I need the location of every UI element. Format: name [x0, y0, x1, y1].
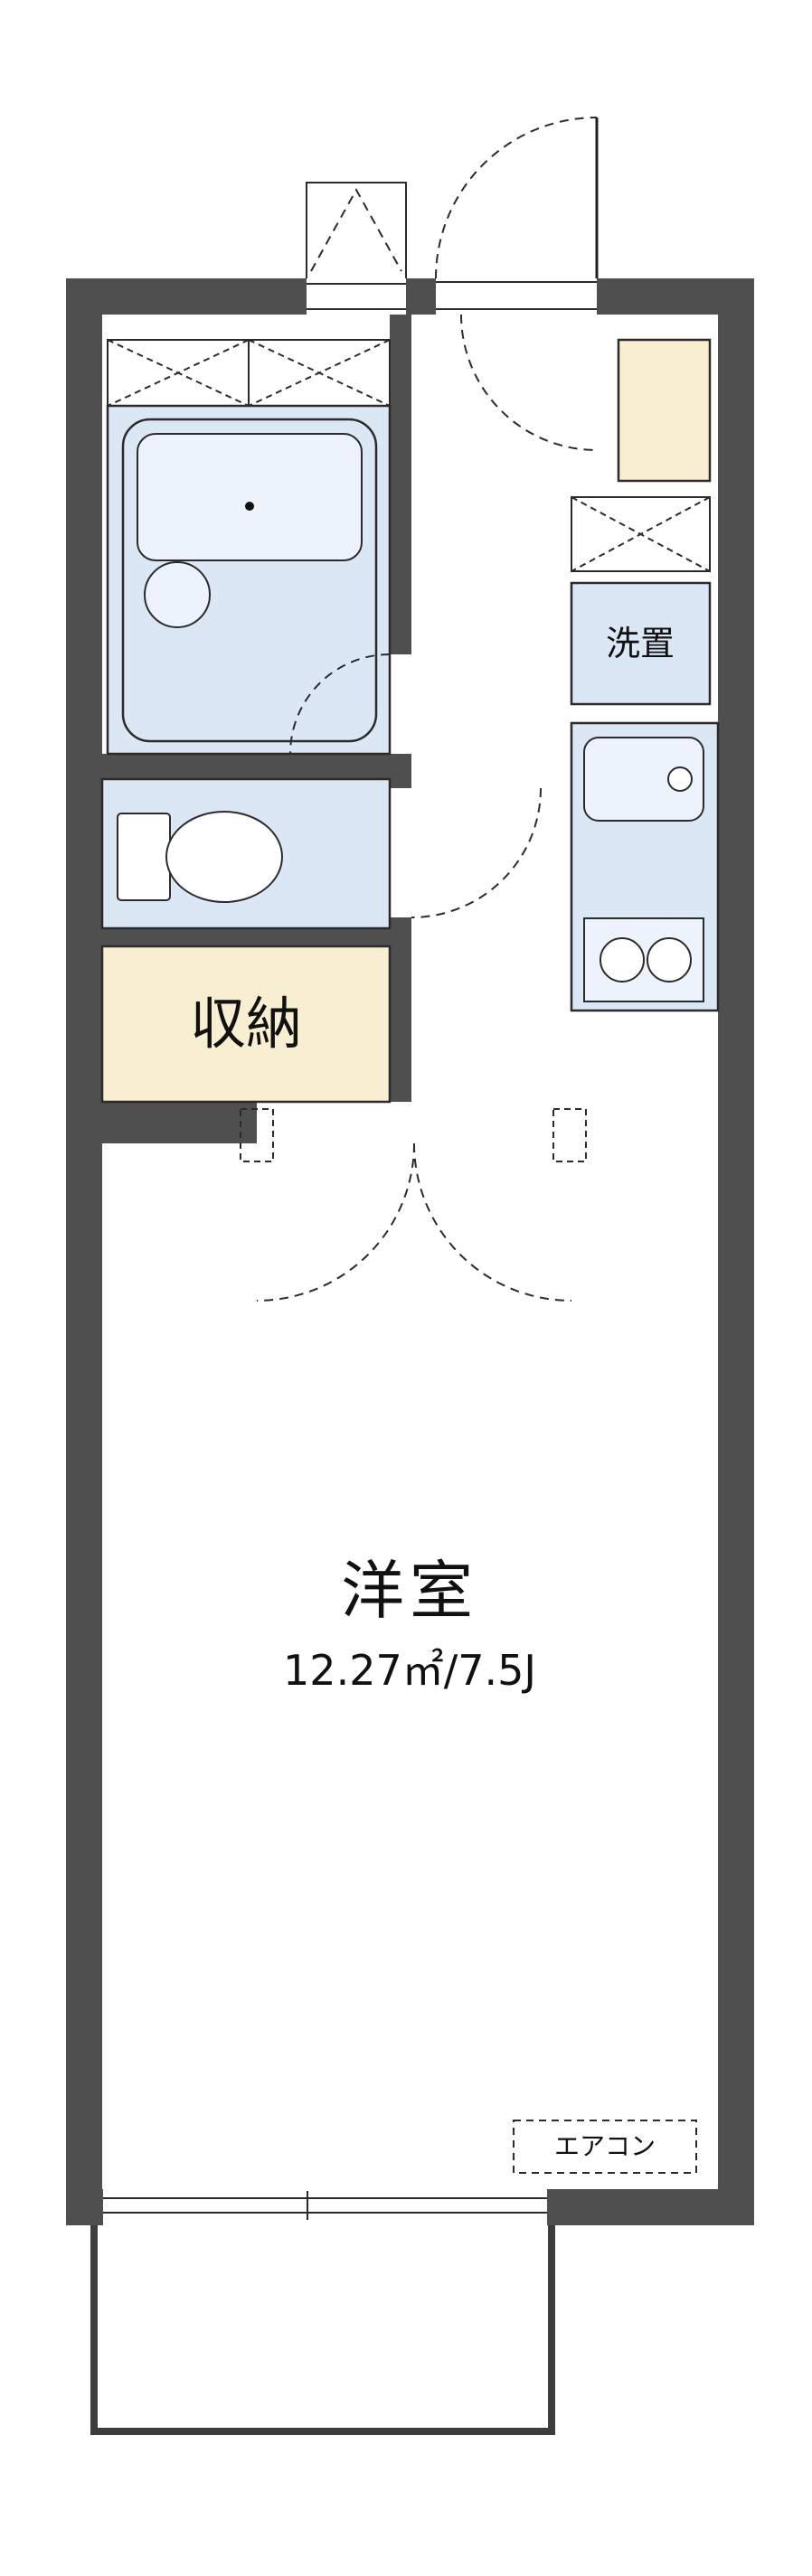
wall-closet-hall-divider	[390, 946, 411, 1102]
window-bay-outline	[306, 182, 407, 278]
wall-toilet-stub-top	[390, 779, 411, 788]
bathtub	[137, 433, 363, 561]
air-conditioner-box	[513, 2120, 697, 2174]
wall-right	[718, 278, 754, 2225]
bath-window-x2	[107, 339, 250, 407]
window-bay-fold-symbol	[310, 187, 402, 272]
stove-burner-left	[600, 937, 645, 982]
entrance-door-swing-arc	[435, 117, 598, 279]
balcony-wall-bottom	[90, 2428, 555, 2435]
wall-left	[66, 278, 102, 2225]
balcony-wall-right	[548, 2225, 555, 2435]
kitchen-sink	[583, 737, 704, 822]
toilet-tank	[117, 813, 171, 901]
wall-bath-hall-divider	[390, 315, 411, 654]
room-door-swing-arc-left	[256, 1142, 415, 1302]
wall-top-left	[66, 278, 307, 315]
air-conditioner-label: エアコン	[553, 2131, 656, 2161]
balcony-wall-left	[90, 2225, 98, 2435]
bath-window-x4	[248, 339, 391, 407]
stove-burner-right	[647, 937, 692, 982]
main-room-name: 洋室	[341, 1554, 478, 1628]
wall-bottom-right	[547, 2189, 754, 2225]
toilet-door-swing-arc	[411, 787, 542, 918]
wall-toilet-closet	[102, 928, 411, 946]
bath-drain-dot	[245, 502, 254, 511]
room-door-swing-arc-right	[413, 1142, 572, 1302]
room-door-frame-left	[240, 1108, 274, 1162]
room-door-frame-right	[552, 1108, 587, 1162]
shoe-cabinet	[617, 338, 712, 483]
wall-room-top	[66, 1102, 257, 1143]
toilet-bowl	[165, 811, 283, 903]
wash-basin	[144, 561, 211, 628]
wall-bottom-left-stub	[66, 2189, 103, 2225]
entrance-inner-swing-arc	[460, 314, 598, 451]
laundry-label: 洗置	[605, 624, 675, 663]
laundry-space	[570, 581, 712, 706]
closet-label: 収納	[189, 991, 303, 1057]
wall-bath-toilet	[102, 754, 411, 779]
closet-area	[100, 945, 392, 1104]
main-room-area: 12.27㎡/7.5J	[283, 1646, 536, 1695]
wall-top-mid	[406, 278, 436, 315]
kitchen-faucet	[667, 766, 693, 792]
overhead-storage-x2	[571, 496, 711, 572]
bathroom-door-swing-arc	[289, 653, 391, 755]
